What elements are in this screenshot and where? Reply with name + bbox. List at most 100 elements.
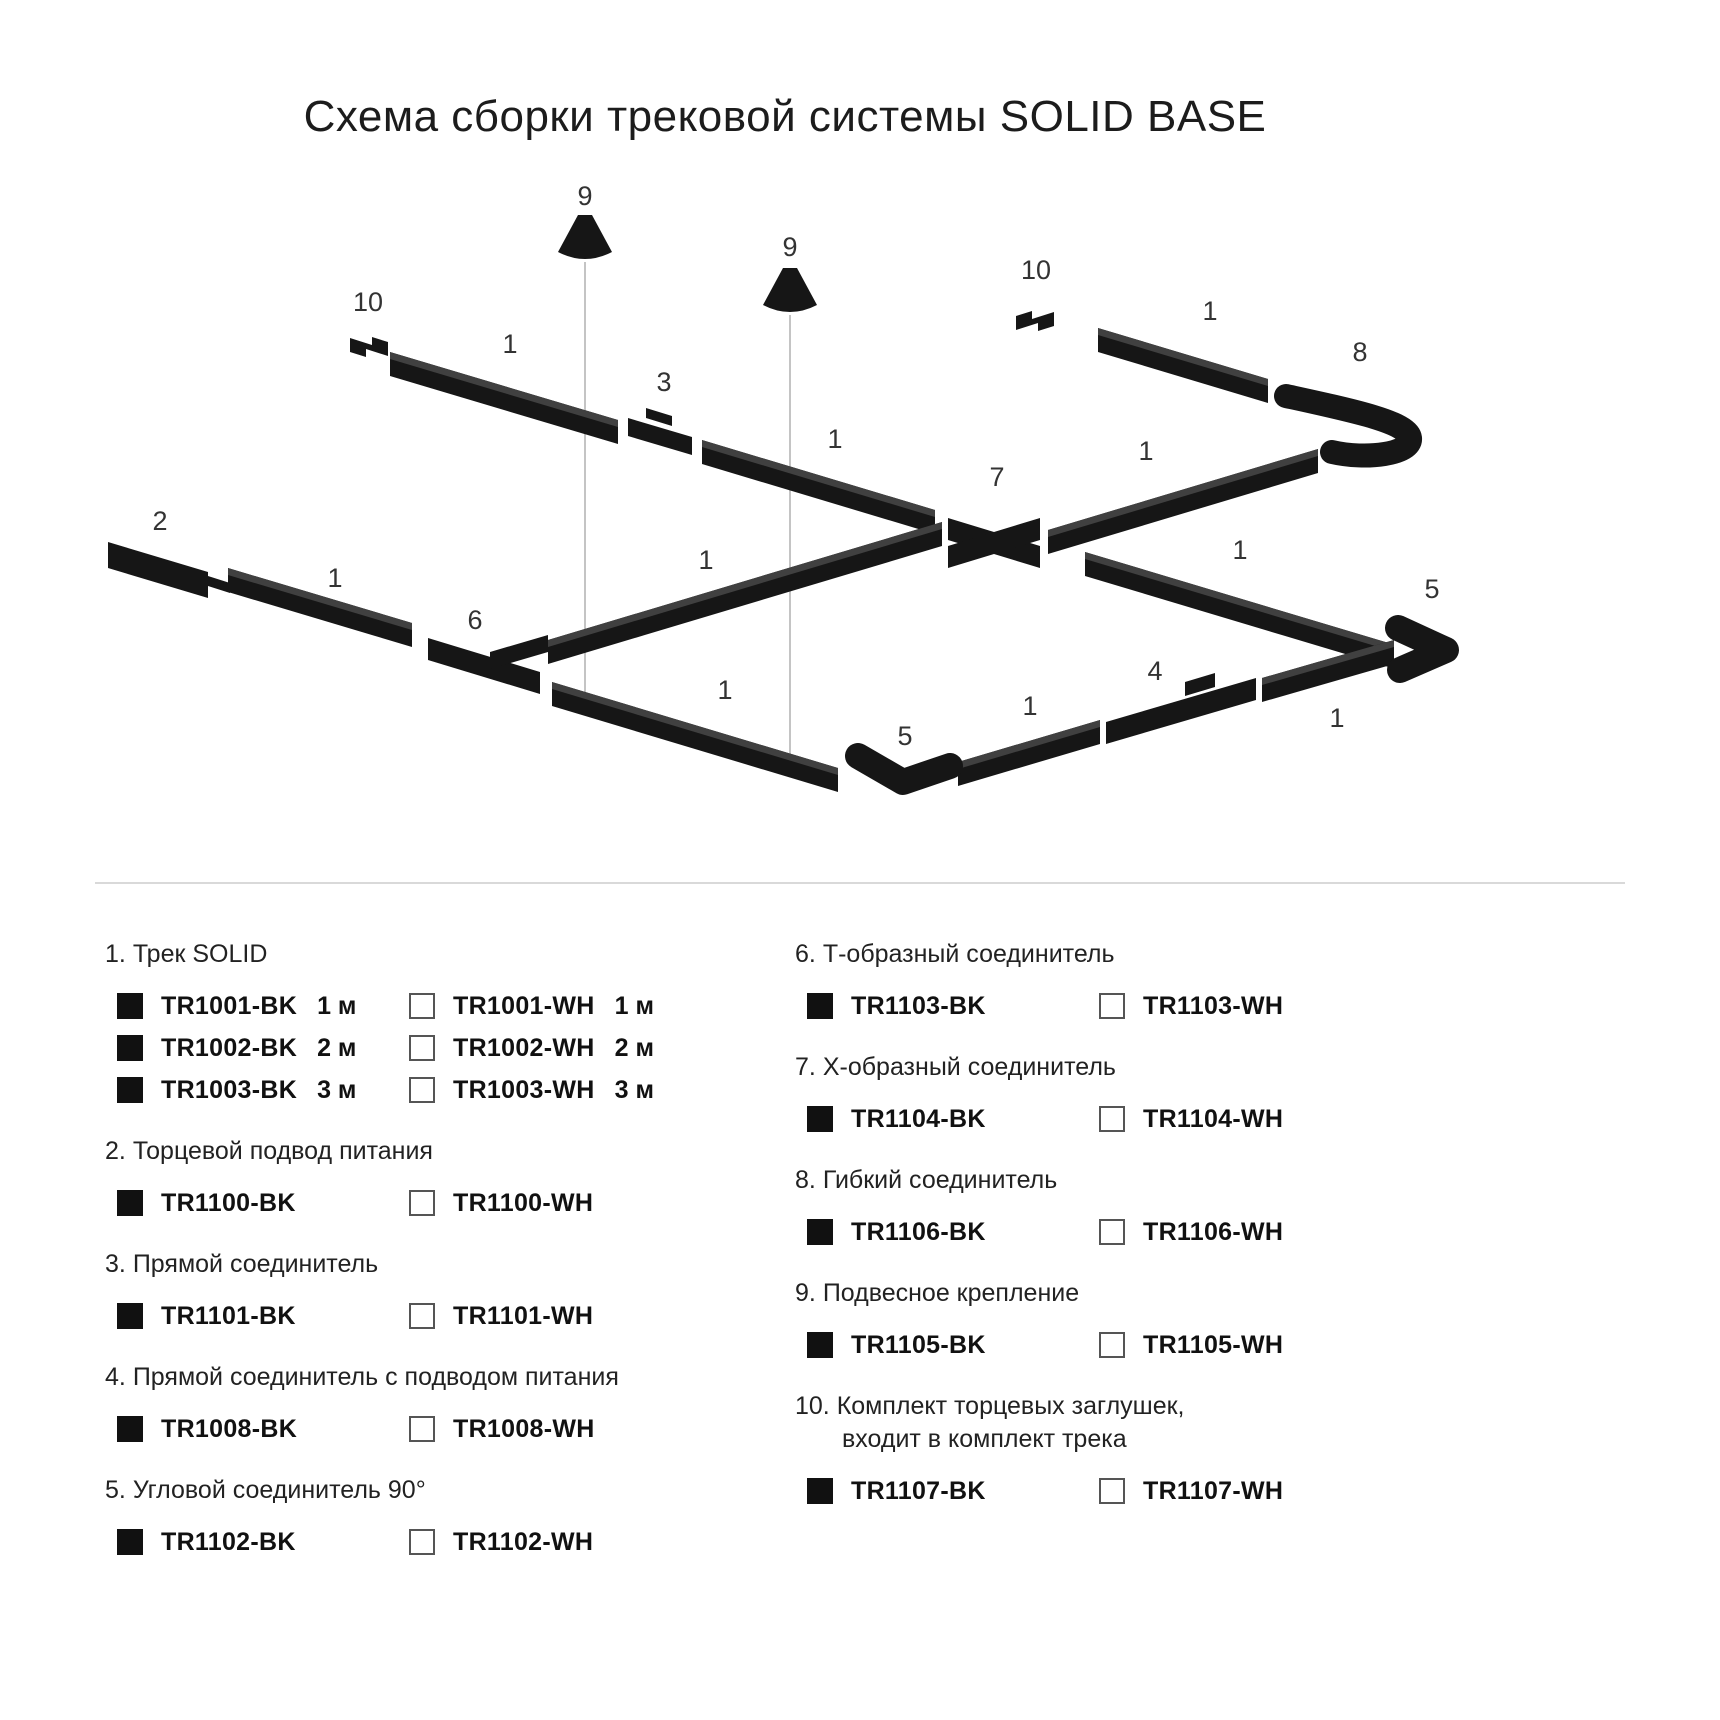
track-segment	[548, 522, 942, 664]
part-label: 1	[827, 424, 842, 454]
variant-white: TR1106-WH	[1087, 1218, 1379, 1247]
part-label: 1	[502, 329, 517, 359]
legend-item-track: 1. Трек SOLID TR1001-BK 1 м TR1001-WH 1 …	[105, 938, 775, 1111]
legend-item-title: 4. Прямой соединитель с подводом питания	[105, 1363, 619, 1391]
legend-item-x-connector: 7. Х-образный соединитель TR1104-BK TR11…	[795, 1051, 1465, 1140]
variant-black: TR1102-BK	[105, 1528, 397, 1557]
variant-black: TR1106-BK	[795, 1218, 1087, 1247]
pendant-mount	[763, 268, 817, 312]
legend-item-title: 6. Т-образный соединитель	[795, 940, 1115, 968]
legend-column-left: 1. Трек SOLID TR1001-BK 1 м TR1001-WH 1 …	[105, 938, 775, 1587]
legend-item-title: 3. Прямой соединитель	[105, 1250, 379, 1278]
pendant-mount	[558, 215, 612, 259]
variant-white: TR1003-WH 3 м	[397, 1076, 689, 1105]
track-length: 3 м	[317, 1075, 357, 1104]
white-swatch-icon	[409, 1529, 435, 1555]
product-code: TR1107-BK	[851, 1476, 986, 1505]
variant-white: TR1001-WH 1 м	[397, 992, 689, 1021]
variant-white: TR1105-WH	[1087, 1331, 1379, 1360]
variant-black: TR1001-BK 1 м	[105, 992, 397, 1021]
variant-white: TR1101-WH	[397, 1302, 689, 1331]
product-code: TR1103-WH	[1143, 991, 1284, 1020]
product-code: TR1105-BK	[851, 1330, 986, 1359]
part-label: 1	[327, 563, 342, 593]
product-code: TR1002-BK	[161, 1033, 298, 1062]
corner-connector	[1385, 615, 1459, 683]
part-label: 5	[1424, 574, 1439, 604]
track-segment	[1048, 449, 1318, 554]
variant-row: TR1102-BK TR1102-WH	[105, 1521, 775, 1563]
part-label: 7	[989, 462, 1004, 492]
end-cap	[350, 337, 388, 357]
product-code: TR1100-BK	[161, 1188, 296, 1217]
product-code: TR1008-BK	[161, 1414, 298, 1443]
product-code: TR1106-BK	[851, 1217, 986, 1246]
variant-white: TR1100-WH	[397, 1189, 689, 1218]
variant-white: TR1104-WH	[1087, 1105, 1379, 1134]
variant-black: TR1105-BK	[795, 1331, 1087, 1360]
part-label: 2	[152, 506, 167, 536]
legend-item-title-line2: входит в комплект трека	[842, 1425, 1127, 1453]
variant-white: TR1002-WH 2 м	[397, 1034, 689, 1063]
track-length: 3 м	[614, 1075, 654, 1104]
product-code: TR1105-WH	[1143, 1330, 1284, 1359]
track-segment	[1098, 328, 1268, 403]
part-label: 5	[897, 721, 912, 751]
white-swatch-icon	[409, 1077, 435, 1103]
variant-black: TR1100-BK	[105, 1189, 397, 1218]
black-swatch-icon	[807, 1219, 833, 1245]
variant-row: TR1001-BK 1 м TR1001-WH 1 м	[105, 985, 775, 1027]
part-label: 1	[1202, 296, 1217, 326]
track-segment	[552, 682, 838, 792]
product-code: TR1003-WH	[453, 1075, 595, 1104]
variant-black: TR1103-BK	[795, 992, 1087, 1021]
part-label: 9	[782, 232, 797, 262]
product-code: TR1103-BK	[851, 991, 986, 1020]
feed-connector	[1106, 673, 1256, 744]
end-cap	[1016, 311, 1054, 331]
white-swatch-icon	[409, 1190, 435, 1216]
track-segment	[1262, 640, 1394, 702]
end-power-feed-tongue	[208, 576, 230, 593]
legend-column-right: 6. Т-образный соединитель TR1103-BK TR11…	[795, 938, 1465, 1536]
legend-item-corner-connector: 5. Угловой соединитель 90° TR1102-BK TR1…	[105, 1474, 775, 1563]
legend-item-pendant-mount: 9. Подвесное крепление TR1105-BK TR1105-…	[795, 1277, 1465, 1366]
legend-item-number: 6.	[795, 940, 816, 968]
variant-white: TR1008-WH	[397, 1415, 689, 1444]
black-swatch-icon	[117, 993, 143, 1019]
product-code: TR1104-WH	[1143, 1104, 1284, 1133]
variant-white: TR1103-WH	[1087, 992, 1379, 1021]
straight-connector	[628, 408, 692, 455]
variant-black: TR1008-BK	[105, 1415, 397, 1444]
variant-row: TR1002-BK 2 м TR1002-WH 2 м	[105, 1027, 775, 1069]
legend-item-number: 2.	[105, 1137, 126, 1165]
legend-item-feed-connector: 4. Прямой соединитель с подводом питания…	[105, 1361, 775, 1450]
variant-black: TR1101-BK	[105, 1302, 397, 1331]
product-code: TR1001-BK	[161, 991, 298, 1020]
legend-item-title: 2. Торцевой подвод питания	[105, 1137, 433, 1165]
black-swatch-icon	[117, 1303, 143, 1329]
legend-item-t-connector: 6. Т-образный соединитель TR1103-BK TR11…	[795, 938, 1465, 1027]
variant-row: TR1008-BK TR1008-WH	[105, 1408, 775, 1450]
black-swatch-icon	[807, 993, 833, 1019]
track-segment	[1085, 552, 1392, 668]
legend-item-end-caps: 10. Комплект торцевых заглушек, входит в…	[795, 1390, 1465, 1512]
part-label: 6	[467, 605, 482, 635]
product-code: TR1102-BK	[161, 1527, 296, 1556]
track-length: 1 м	[317, 991, 357, 1020]
section-divider	[95, 882, 1625, 884]
legend-item-title: 10. Комплект торцевых заглушек, входит в…	[795, 1390, 1465, 1456]
white-swatch-icon	[1099, 993, 1125, 1019]
legend-item-number: 9.	[795, 1279, 816, 1307]
part-label: 9	[577, 181, 592, 211]
corner-connector	[845, 743, 963, 795]
product-code: TR1104-BK	[851, 1104, 986, 1133]
variant-black: TR1107-BK	[795, 1477, 1087, 1506]
white-swatch-icon	[409, 1035, 435, 1061]
part-label: 3	[656, 367, 671, 397]
track-length: 2 м	[317, 1033, 357, 1062]
legend-item-number: 3.	[105, 1250, 126, 1278]
legend-item-end-feed: 2. Торцевой подвод питания TR1100-BK TR1…	[105, 1135, 775, 1224]
product-code: TR1107-WH	[1143, 1476, 1284, 1505]
product-code: TR1001-WH	[453, 991, 595, 1020]
